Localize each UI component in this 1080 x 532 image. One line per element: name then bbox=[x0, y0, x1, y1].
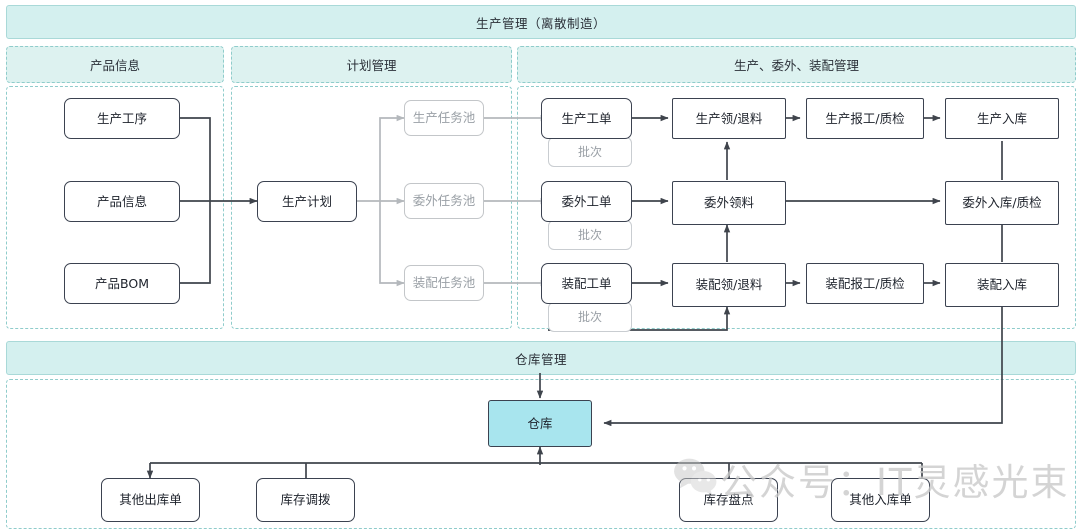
node-label-outsource-inbound-qc: 委外入库/质检 bbox=[962, 195, 1042, 211]
node-label-production-work-order: 生产工单 bbox=[561, 110, 612, 126]
node-product-info[interactable]: 产品信息 bbox=[64, 181, 180, 222]
node-production-report-qc[interactable]: 生产报工/质检 bbox=[806, 98, 924, 139]
node-label-warehouse: 仓库 bbox=[527, 415, 553, 431]
node-label-production-report-qc: 生产报工/质检 bbox=[825, 110, 905, 126]
node-stock-transfer[interactable]: 库存调拨 bbox=[256, 478, 355, 522]
node-assembly-work-order[interactable]: 装配工单 bbox=[541, 263, 632, 304]
node-label-batch-assembly: 批次 bbox=[577, 309, 602, 324]
band-warehouse-management: 仓库管理 bbox=[6, 341, 1076, 375]
node-label-assembly-work-order: 装配工单 bbox=[561, 275, 612, 291]
node-product-bom[interactable]: 产品BOM bbox=[64, 263, 180, 304]
group-body-product-info bbox=[6, 86, 224, 329]
node-assembly-issue-return[interactable]: 装配领/退料 bbox=[672, 263, 786, 307]
group-header-product-info: 产品信息 bbox=[6, 46, 224, 83]
node-production-process[interactable]: 生产工序 bbox=[64, 98, 180, 139]
node-outsource-inbound-qc[interactable]: 委外入库/质检 bbox=[945, 181, 1059, 225]
node-label-outsource-work-order: 委外工单 bbox=[561, 193, 612, 209]
node-label-assembly-inbound: 装配入库 bbox=[976, 277, 1027, 293]
node-label-assembly-report-qc: 装配报工/质检 bbox=[825, 275, 905, 291]
node-label-batch-outsource: 批次 bbox=[577, 227, 602, 242]
node-batch-production[interactable]: 批次 bbox=[548, 137, 632, 167]
node-batch-assembly[interactable]: 批次 bbox=[548, 302, 632, 332]
node-assembly-task-pool[interactable]: 装配任务池 bbox=[404, 265, 484, 301]
node-label-production-task-pool: 生产任务池 bbox=[412, 110, 476, 126]
node-label-outsource-issue: 委外领料 bbox=[703, 195, 754, 211]
node-batch-outsource[interactable]: 批次 bbox=[548, 220, 632, 250]
node-label-production-issue-return: 生产领/退料 bbox=[695, 110, 763, 126]
node-outsource-work-order[interactable]: 委外工单 bbox=[541, 181, 632, 222]
group-label-production-outsource-assembly: 生产、委外、装配管理 bbox=[733, 58, 859, 73]
band-label-warehouse-management: 仓库管理 bbox=[514, 351, 567, 367]
node-production-work-order[interactable]: 生产工单 bbox=[541, 98, 632, 139]
watermark-text: 公众号：IT灵感光束 bbox=[720, 461, 1070, 504]
node-outsource-task-pool[interactable]: 委外任务池 bbox=[404, 183, 484, 219]
node-label-production-process: 生产工序 bbox=[96, 110, 147, 126]
node-label-stock-transfer: 库存调拨 bbox=[280, 492, 331, 508]
node-label-batch-production: 批次 bbox=[577, 144, 602, 159]
node-label-other-outbound: 其他出库单 bbox=[119, 492, 182, 508]
node-label-production-inbound: 生产入库 bbox=[976, 110, 1027, 126]
node-outsource-issue[interactable]: 委外领料 bbox=[672, 181, 786, 225]
node-label-stock-count: 库存盘点 bbox=[703, 492, 754, 508]
node-production-plan[interactable]: 生产计划 bbox=[257, 181, 357, 222]
node-assembly-inbound[interactable]: 装配入库 bbox=[945, 263, 1059, 307]
node-warehouse[interactable]: 仓库 bbox=[488, 400, 592, 447]
group-header-production-outsource-assembly: 生产、委外、装配管理 bbox=[517, 46, 1076, 83]
band-label-production-management: 生产管理（离散制造） bbox=[475, 15, 606, 31]
node-label-product-bom: 产品BOM bbox=[95, 275, 149, 291]
group-body-plan-management bbox=[231, 86, 512, 329]
node-other-inbound[interactable]: 其他入库单 bbox=[831, 478, 930, 522]
node-label-assembly-issue-return: 装配领/退料 bbox=[695, 277, 763, 293]
group-body-warehouse bbox=[6, 379, 1076, 529]
node-stock-count[interactable]: 库存盘点 bbox=[679, 478, 778, 522]
node-label-other-inbound: 其他入库单 bbox=[849, 492, 912, 508]
node-label-product-info: 产品信息 bbox=[96, 193, 147, 209]
wechat-icon bbox=[674, 458, 717, 496]
group-label-product-info: 产品信息 bbox=[89, 58, 140, 73]
node-production-issue-return[interactable]: 生产领/退料 bbox=[672, 98, 786, 139]
node-label-production-plan: 生产计划 bbox=[281, 193, 332, 209]
node-production-task-pool[interactable]: 生产任务池 bbox=[404, 100, 484, 136]
group-header-plan-management: 计划管理 bbox=[231, 46, 512, 83]
node-other-outbound[interactable]: 其他出库单 bbox=[101, 478, 200, 522]
node-production-inbound[interactable]: 生产入库 bbox=[945, 98, 1059, 139]
band-production-management: 生产管理（离散制造） bbox=[6, 5, 1076, 39]
group-label-plan-management: 计划管理 bbox=[346, 58, 397, 73]
node-label-outsource-task-pool: 委外任务池 bbox=[412, 193, 476, 209]
node-assembly-report-qc[interactable]: 装配报工/质检 bbox=[806, 263, 924, 304]
node-label-assembly-task-pool: 装配任务池 bbox=[412, 275, 476, 291]
